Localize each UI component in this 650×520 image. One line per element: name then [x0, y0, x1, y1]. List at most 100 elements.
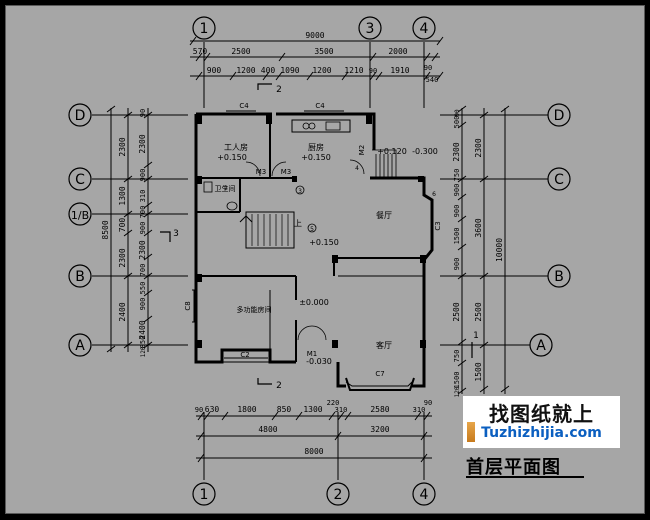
dim-bottom-r1-5: 220	[327, 399, 340, 407]
tag-c3: C3	[434, 221, 442, 230]
axis-A-left: A	[75, 338, 85, 354]
dim-left-inner-7: 700	[139, 264, 147, 277]
dim-left-inner-4: 700	[139, 206, 147, 219]
dim-left-inner-9: 900	[139, 298, 147, 311]
dim-top-r2-1: 2500	[231, 47, 250, 56]
dim-top-r3-6: 90	[369, 67, 377, 75]
room-living: 客厅	[376, 340, 392, 350]
tag-m2: M2	[358, 145, 366, 156]
door-m1	[297, 325, 327, 341]
building	[160, 83, 473, 395]
tag-c8: C8	[184, 301, 192, 310]
ticks-bottom	[197, 411, 431, 463]
dim-bottom-r1-0: 90	[195, 406, 203, 414]
dim-left-inner-12: 120	[140, 346, 147, 357]
axis-4-bottom: 4	[420, 487, 429, 503]
watermark: 找图纸就上 Tuzhizhijia.com	[463, 396, 620, 448]
tag-1: 1	[473, 331, 479, 341]
dim-bottom-r1-1: 630	[205, 405, 220, 414]
dim-left-outer-1: 1300	[118, 186, 127, 205]
level-stair: +0.120	[377, 147, 407, 156]
dim-bottom-r1-4: 1300	[303, 405, 322, 414]
axis-1B-left: 1/B	[71, 209, 89, 222]
dim-right-outer-2: 2500	[474, 302, 483, 321]
axis-3-top: 3	[366, 21, 375, 37]
dim-right-outer-1: 3600	[474, 218, 483, 237]
dim-left-inner-1: 2300	[138, 134, 147, 153]
dim-left-inner-11: 850	[139, 336, 147, 349]
ticks-top	[189, 36, 444, 81]
dim-right-outer-0: 2300	[474, 138, 483, 157]
dim-top-r3-2: 400	[261, 66, 276, 75]
watermark-accent	[467, 422, 475, 442]
dim-top-r2-0: 570	[193, 47, 208, 56]
dim-left-outer-3: 2300	[118, 248, 127, 267]
dim-left-outer-0: 2300	[118, 137, 127, 156]
dim-right-inner-11: 120	[454, 386, 461, 397]
drawing-title: 首层平面图	[466, 457, 561, 478]
dim-bottom-r1-7: 2580	[370, 405, 389, 414]
tag-3: 3	[298, 188, 302, 195]
dim-right-inner-10: 1500	[453, 372, 461, 389]
axis-D-left: D	[75, 108, 86, 124]
dim-right-inner-3: 750	[453, 169, 461, 182]
dim-top-r2-3: 2000	[388, 47, 407, 56]
room-dining: 餐厅	[376, 211, 392, 220]
ticks-right	[457, 105, 510, 395]
dim-top-total: 9000	[305, 31, 324, 40]
tag-m3-b: M3	[281, 168, 292, 176]
watermark-title: 找图纸就上	[489, 402, 594, 426]
level-multi: ±0.000	[299, 298, 329, 307]
dim-right-inner-5: 900	[453, 205, 461, 218]
dim-right-inner-8: 2500	[452, 302, 461, 321]
dim-left-outer-2: 700	[118, 218, 127, 233]
door-m3-a	[245, 161, 261, 177]
dim-right-inner-1: 500	[453, 116, 461, 129]
level-entry: -0.030	[306, 357, 332, 366]
level-kitchen: +0.150	[301, 153, 331, 162]
axis-B-left: B	[75, 269, 85, 285]
axis-B-right: B	[554, 269, 564, 285]
axis-D-right: D	[554, 108, 565, 124]
dim-right-inner-0: 90	[454, 109, 461, 117]
dim-bottom-r1-8: 310	[413, 406, 426, 414]
stair	[245, 211, 295, 249]
dim-left-inner-0: 90	[139, 109, 147, 117]
dim-right-inner-4: 900	[453, 184, 461, 197]
ticks-left	[106, 105, 153, 353]
dim-top-r3-3: 1090	[280, 66, 299, 75]
dim-bottom-r1-2: 1800	[237, 405, 256, 414]
tag-c2: C2	[240, 351, 249, 359]
room-kitchen: 厨房	[308, 142, 324, 152]
tag-6: 6	[432, 191, 436, 198]
drawing-title-underline	[466, 476, 584, 478]
axis-bubbles	[68, 16, 571, 506]
tag-2: 2	[224, 185, 228, 192]
door-m3-b	[271, 161, 287, 177]
dim-bottom-r1-9: 90	[424, 399, 432, 407]
dim-top-r2-2: 3500	[314, 47, 333, 56]
dim-top-r3-7: 1910	[390, 66, 409, 75]
tag-c4-a: C4	[239, 102, 249, 110]
dim-top-r3-5: 1210	[344, 66, 363, 75]
watermark-url: Tuzhizhijia.com	[481, 425, 602, 441]
dim-left-inner-3: 310	[139, 190, 147, 203]
tag-section-3: 3	[173, 229, 179, 239]
dim-left-inner-10: 2400	[138, 320, 147, 339]
room-bathroom: 卫生间	[215, 184, 236, 193]
axis-A-right: A	[536, 338, 546, 354]
dim-right-total: 10000	[495, 238, 504, 262]
dim-top-r2-4: 90	[424, 64, 432, 72]
room-worker: 工人房	[224, 142, 248, 152]
axis-C-left: C	[75, 172, 85, 188]
outer-wall-south	[336, 362, 346, 388]
tag-m1: M1	[307, 350, 318, 358]
dim-bottom-r1-6: 310	[335, 406, 348, 414]
level-outside: -0.300	[412, 147, 438, 156]
dim-right-inner-2: 2300	[452, 142, 461, 161]
level-hall: +0.150	[309, 238, 339, 247]
dim-left-inner-6: 2300	[138, 240, 147, 259]
dim-top-r3-4: 1200	[312, 66, 331, 75]
